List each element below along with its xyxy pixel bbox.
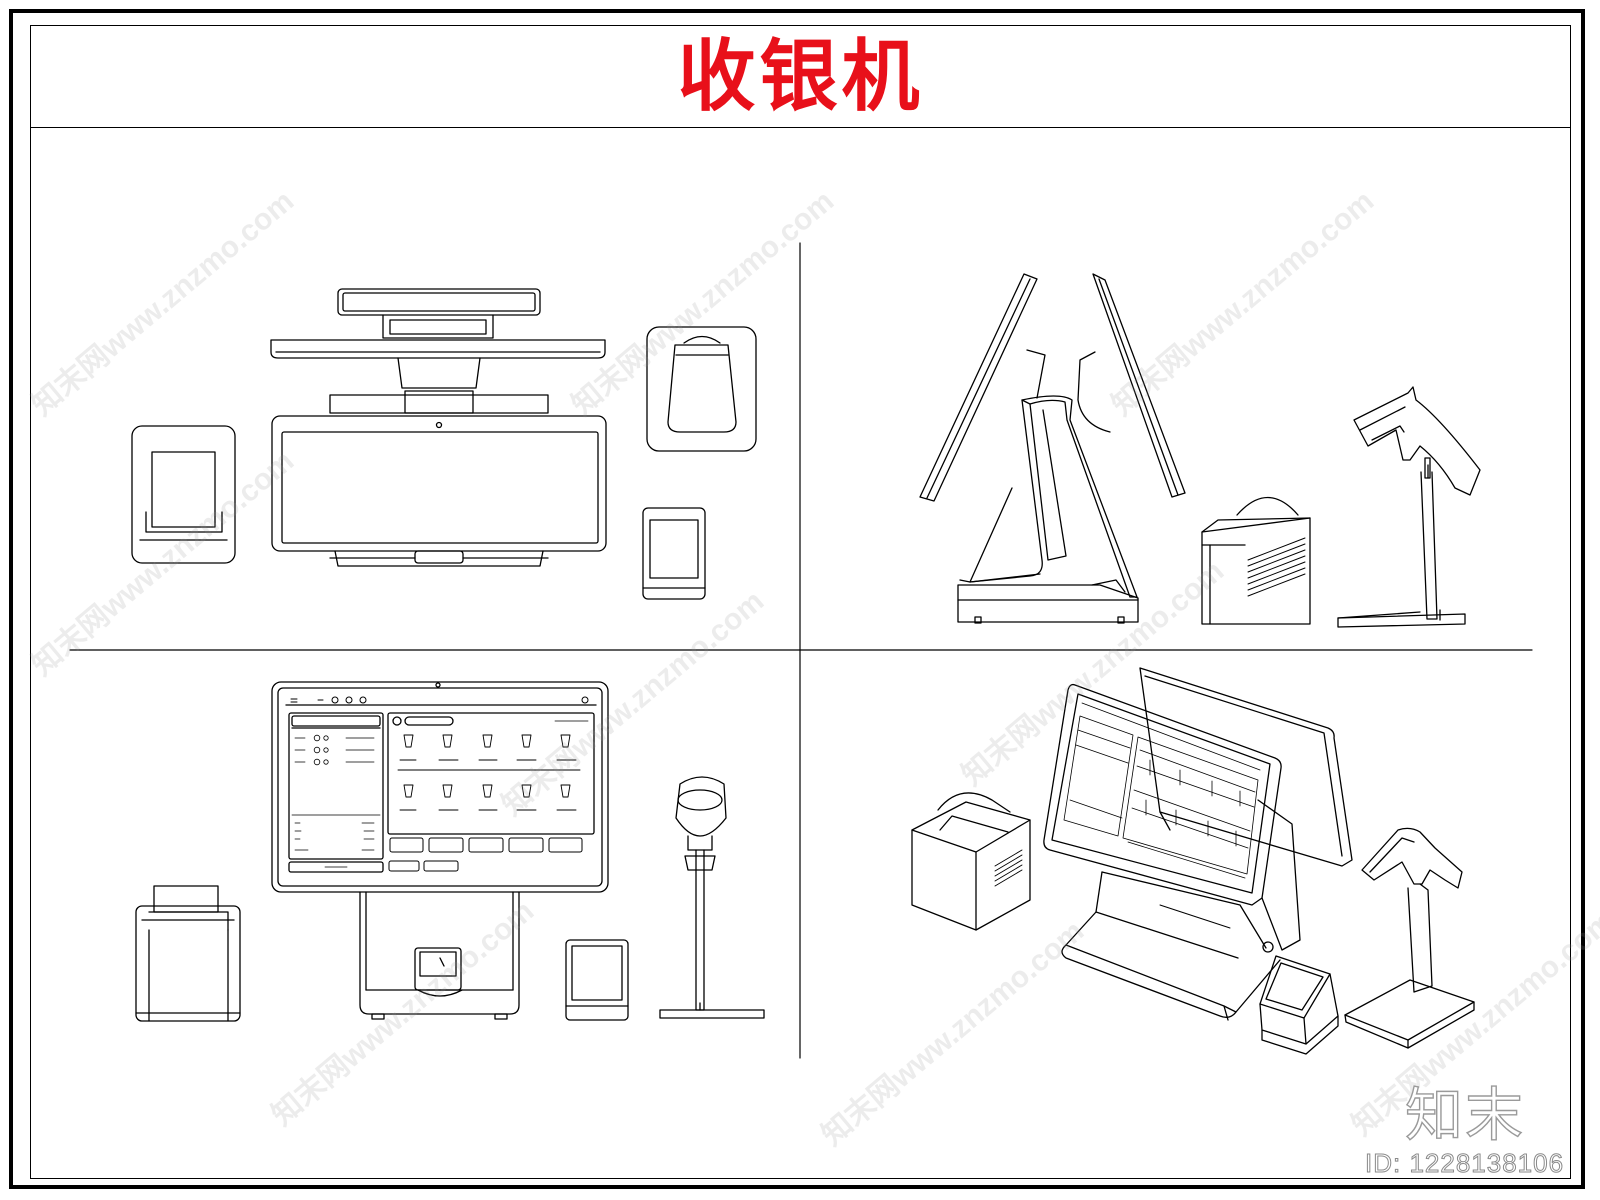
printer-side [1201, 496, 1311, 625]
view-bottom-left [135, 681, 765, 1022]
drawing-title: 收银机 [677, 31, 924, 122]
inner-frame [30, 25, 1571, 1179]
front-display [271, 415, 607, 567]
front-pos-stand [359, 891, 520, 1020]
side-screen-right [1077, 273, 1186, 498]
id-label: ID: 1228138106 [1364, 1148, 1565, 1179]
ui-topbar-icons [290, 696, 589, 704]
ui-action-buttons [388, 837, 583, 872]
outer-frame [9, 9, 1585, 1189]
side-screen-left [919, 273, 1046, 502]
scanner-stand-side [1337, 386, 1481, 628]
ui-order-lines [291, 734, 381, 851]
front-customer-display [565, 939, 629, 1021]
main-display-top [270, 339, 606, 389]
iso-stand-base [1061, 799, 1301, 1021]
front-scanner-stand [659, 776, 765, 1019]
iso-printer-vents [994, 849, 1023, 887]
side-stand [957, 395, 1139, 624]
iso-screen-ui [1063, 702, 1261, 879]
ui-product-icons [397, 734, 581, 811]
printer-vent-lines [1247, 537, 1306, 597]
customer-display-top [642, 507, 706, 600]
iso-main-display [1043, 683, 1282, 906]
rear-display-top [337, 288, 541, 339]
title-band: 收银机 [30, 25, 1571, 128]
iso-scanner-stand [1344, 827, 1475, 1049]
printer-top [131, 425, 236, 564]
front-printer [135, 885, 241, 1022]
view-bottom-right [911, 667, 1475, 1055]
iso-printer [911, 792, 1031, 931]
iso-rear-display [1139, 667, 1353, 867]
front-pos-monitor [271, 681, 609, 893]
stand-base-top [329, 390, 549, 414]
iso-customer-display [1259, 955, 1339, 1055]
quadrant-dividers [69, 242, 1533, 1059]
scanner-top [646, 326, 757, 452]
brand-logo: 知末 [1404, 1080, 1526, 1149]
view-top-left [131, 288, 757, 600]
view-top-right [919, 273, 1481, 628]
